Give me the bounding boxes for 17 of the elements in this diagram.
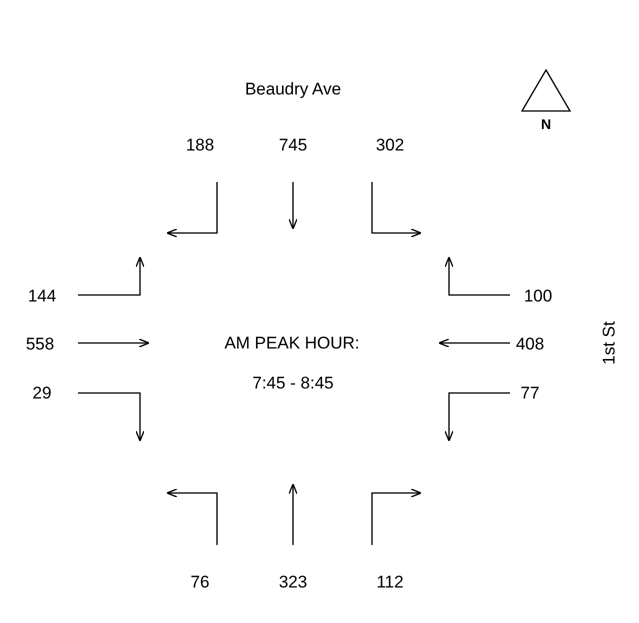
peak-hour-time: 7:45 - 8:45 [252,374,334,392]
peak-hour-title: AM PEAK HOUR: [224,334,360,352]
traffic-count: 112 [376,574,404,590]
traffic-count: 745 [278,136,308,154]
traffic-count: 76 [190,574,210,590]
street-name: 1st St [600,321,618,365]
traffic-count: 558 [26,336,54,352]
north-label: N [540,117,552,131]
traffic-count: 100 [524,288,552,304]
traffic-count: 302 [376,136,404,154]
traffic-count: 144 [28,288,56,304]
traffic-count: 408 [516,336,544,352]
street-name: Beaudry Ave [244,80,342,98]
traffic-count: 29 [32,384,52,402]
traffic-count: 77 [520,384,540,402]
traffic-count: 188 [186,136,214,154]
traffic-count: 323 [278,574,308,590]
